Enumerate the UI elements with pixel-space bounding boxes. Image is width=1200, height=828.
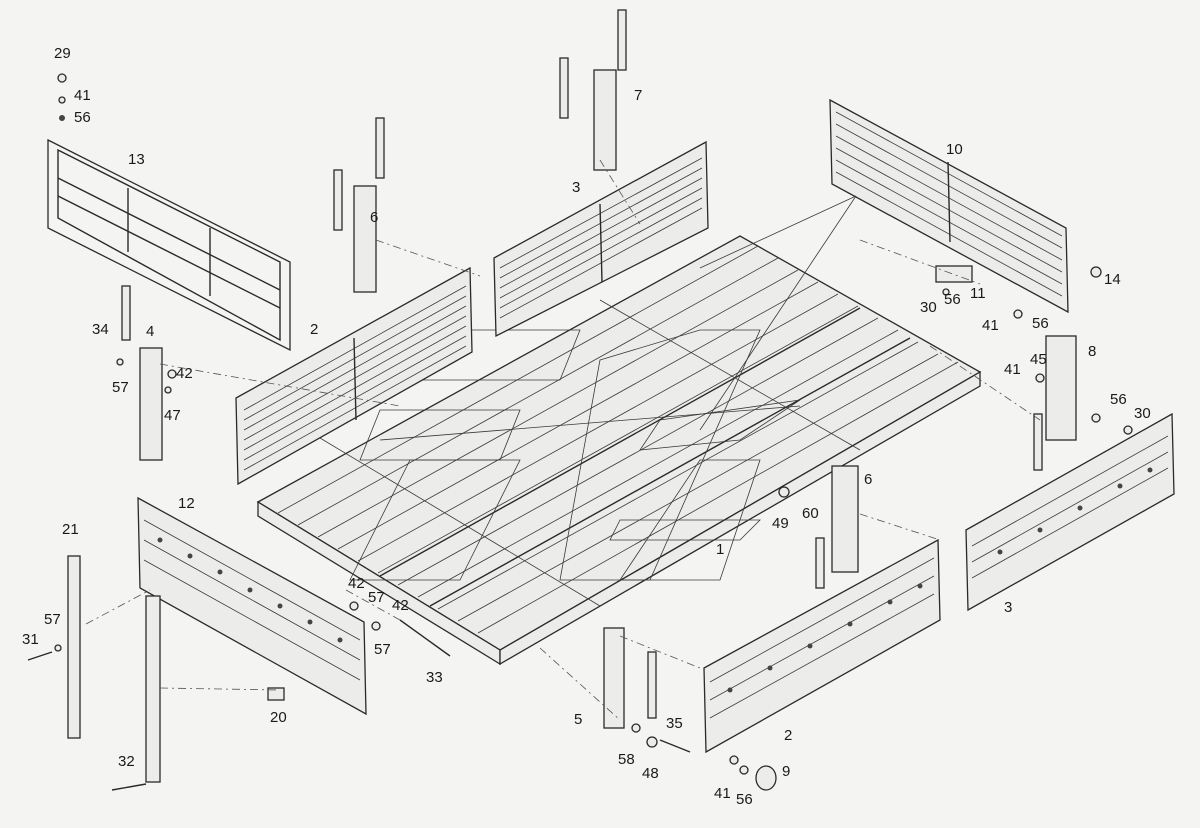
panel-2-right: [703, 538, 941, 754]
post-32: [145, 595, 161, 783]
panel-3-right: [965, 412, 1175, 612]
label-34: 34: [92, 321, 109, 338]
label-29a: 29: [54, 45, 71, 62]
label-30a: 30: [920, 299, 937, 316]
panel-3-top: [493, 140, 709, 338]
label-7: 7: [634, 87, 642, 104]
label-57d: 57: [44, 611, 61, 628]
label-33: 33: [426, 669, 443, 686]
label-47: 47: [164, 407, 181, 424]
label-48: 48: [642, 765, 659, 782]
panel-2-left: [235, 266, 473, 486]
label-56e: 56: [736, 791, 753, 808]
label-32: 32: [118, 753, 135, 770]
connector-lines: [699, 195, 857, 431]
label-45: 45: [1030, 351, 1047, 368]
label-30b: 30: [1134, 405, 1151, 422]
label-3a: 3: [572, 179, 580, 196]
label-2a: 2: [310, 321, 318, 338]
post-21: [67, 555, 81, 739]
label-35: 35: [666, 715, 683, 732]
label-42a: 42: [176, 365, 193, 382]
label-41c: 41: [1004, 361, 1021, 378]
label-11: 11: [970, 285, 986, 302]
label-9: 9: [782, 763, 790, 780]
label-42b: 42: [348, 575, 365, 592]
label-13: 13: [128, 151, 145, 168]
label-56a: 56: [74, 109, 91, 126]
panel-10-rear: [829, 98, 1069, 314]
label-1: 1: [716, 541, 724, 558]
label-57c: 57: [374, 641, 391, 658]
stake-6-bottom: [815, 465, 859, 589]
label-41a: 41: [74, 87, 91, 104]
label-57a: 57: [112, 379, 129, 396]
platform-floor: [256, 235, 982, 666]
label-6a: 6: [370, 209, 378, 226]
label-21: 21: [62, 521, 79, 538]
stake-8: [1033, 335, 1077, 471]
label-41d: 41: [714, 785, 731, 802]
stake-7: [559, 9, 627, 171]
label-56c: 56: [1032, 315, 1049, 332]
label-56d: 56: [1110, 391, 1127, 408]
label-14: 14: [1104, 271, 1121, 288]
label-60: 60: [802, 505, 819, 522]
label-31: 31: [22, 631, 39, 648]
label-6b: 6: [864, 471, 872, 488]
label-3b: 3: [1004, 599, 1012, 616]
label-2b: 2: [784, 727, 792, 744]
label-41b: 41: [982, 317, 999, 334]
panel-13-frame: [47, 138, 291, 352]
small-hardware: [27, 73, 1133, 791]
label-57b: 57: [368, 589, 385, 606]
label-42c: 42: [392, 597, 409, 614]
stake-6-top: [333, 117, 385, 293]
label-49: 49: [772, 515, 789, 532]
label-5: 5: [574, 711, 582, 728]
label-12: 12: [178, 495, 195, 512]
stake-5: [603, 627, 657, 729]
label-20: 20: [270, 709, 287, 726]
label-8: 8: [1088, 343, 1096, 360]
panel-12-front: [137, 496, 367, 716]
label-56b: 56: [944, 291, 961, 308]
label-10: 10: [946, 141, 963, 158]
label-58: 58: [618, 751, 635, 768]
label-4: 4: [146, 323, 154, 340]
stake-4: [121, 285, 163, 461]
part-labels: 29 41 56 13 7 3 6 10 14 30 56 11 41 56 2…: [22, 45, 1151, 808]
assembly-lines: [85, 159, 1041, 721]
